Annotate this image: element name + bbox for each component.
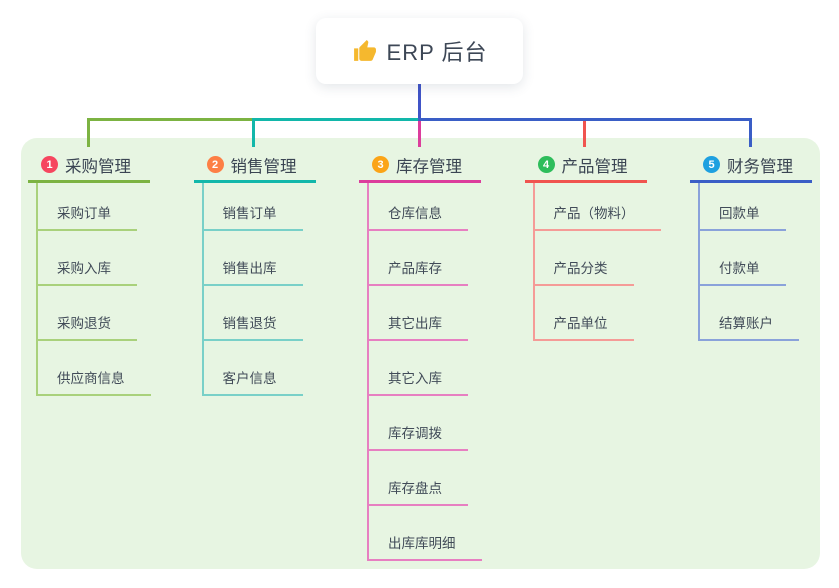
tree-node-label: 采购订单 [57,206,111,221]
tree-node[interactable]: 销售退货 [201,309,303,341]
tree-node-label: 结算账户 [719,316,773,331]
branch-title-label: 库存管理 [396,157,462,176]
tree-node[interactable]: 其它入库 [367,364,468,396]
branch-title-label: 销售管理 [230,157,297,176]
tree-node[interactable]: 产品（物料） [532,199,661,231]
tree-node-label: 仓库信息 [388,206,442,221]
tree-node-label: 其它出库 [388,316,442,331]
branch-spine-line [698,182,700,341]
tree-node[interactable]: 付款单 [698,254,786,286]
tree-node-label: 采购退货 [57,316,111,331]
branch-title-1[interactable]: 1 采购管理 [28,149,150,180]
branch-underline [524,180,647,183]
tree-node-label: 销售退货 [222,316,277,331]
branch-drop-line [86,118,90,147]
branch-title-label: 财务管理 [727,157,793,176]
branch-title-5[interactable]: 5 财务管理 [690,149,812,180]
branch-drop-line [748,118,752,147]
tree-node[interactable]: 产品分类 [532,254,634,286]
tree-node-label: 销售出库 [222,261,277,276]
thumbs-up-icon [353,39,376,61]
branch-number-badge: 1 [41,156,58,173]
branch-number-badge: 2 [206,156,224,173]
branch-drop-line [417,121,421,147]
root-node[interactable]: ERP 后台 [316,18,523,84]
tree-node[interactable]: 回款单 [698,199,786,231]
tree-node-label: 产品单位 [553,316,608,331]
branch-spine-line [532,182,535,341]
tree-node-label: 回款单 [719,206,760,221]
branch-spine-line [201,182,204,396]
tree-node[interactable]: 仓库信息 [367,199,468,231]
tree-node[interactable]: 销售出库 [201,254,303,286]
tree-node[interactable]: 采购退货 [36,309,137,341]
tree-node-label: 其它入库 [388,371,442,386]
branches-panel [21,138,820,569]
tree-node-label: 产品（物料） [553,206,635,221]
branch-title-4[interactable]: 4 产品管理 [525,149,647,180]
tree-node-label: 采购入库 [57,261,111,276]
tree-node[interactable]: 销售订单 [201,199,303,231]
tree-node-label: 库存盘点 [388,481,442,496]
tree-node-label: 销售订单 [222,206,277,221]
branch-underline [690,180,812,183]
connector-line [417,118,752,121]
tree-node-label: 产品分类 [553,261,608,276]
tree-node-label: 产品库存 [388,261,442,276]
branch-title-2[interactable]: 2 销售管理 [194,149,316,180]
tree-node[interactable]: 其它出库 [367,309,468,341]
tree-node[interactable]: 供应商信息 [36,364,151,396]
tree-node[interactable]: 客户信息 [201,364,303,396]
root-connector-line [417,84,421,121]
tree-node-label: 库存调拨 [388,426,442,441]
tree-node-label: 出库库明细 [388,536,456,551]
tree-node-label: 供应商信息 [57,371,125,386]
branch-number-badge: 3 [372,156,389,173]
branch-drop-line [252,118,255,147]
root-label: ERP 后台 [386,40,488,65]
tree-node[interactable]: 库存调拨 [367,419,468,451]
branch-spine-line [36,182,38,396]
branch-drop-line [583,121,586,147]
tree-node[interactable]: 采购订单 [36,199,137,231]
tree-node[interactable]: 出库库明细 [367,529,482,561]
branch-title-3[interactable]: 3 库存管理 [359,149,481,180]
branch-number-badge: 5 [703,156,720,173]
branch-title-label: 产品管理 [561,157,628,176]
branch-title-label: 采购管理 [65,157,131,176]
connector-line [86,118,255,121]
tree-node[interactable]: 产品单位 [532,309,634,341]
branch-number-badge: 4 [537,156,555,173]
tree-node[interactable]: 采购入库 [36,254,137,286]
tree-node[interactable]: 产品库存 [367,254,468,286]
tree-node-label: 客户信息 [222,371,277,386]
branch-underline [28,180,150,183]
connector-line [252,118,418,121]
branch-underline [359,180,481,183]
tree-node[interactable]: 结算账户 [698,309,799,341]
branch-spine-line [367,182,369,561]
branch-underline [193,180,316,183]
tree-node[interactable]: 库存盘点 [367,474,468,506]
tree-node-label: 付款单 [719,261,760,276]
